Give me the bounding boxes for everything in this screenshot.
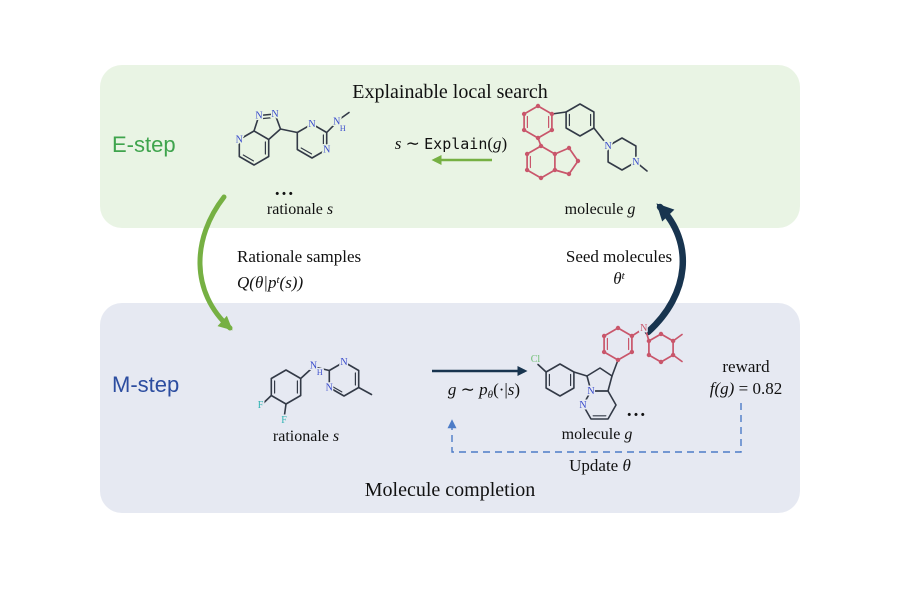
seed-molecules-block: Seed molecules θt <box>553 246 685 290</box>
nitrogen-label: N <box>308 119 315 130</box>
nitrogen-label: N <box>310 361 317 372</box>
nitrogen-label: N <box>271 109 278 120</box>
atom-labels: N N N N N N H <box>234 108 347 158</box>
explain-fn: Explain <box>424 135 488 153</box>
theta-base: θ <box>613 269 622 289</box>
highlight-dots <box>601 325 676 365</box>
estep-panel <box>100 65 800 228</box>
explain-formula: s ∼ Explain(g) <box>380 133 522 155</box>
theta-t-formula: θt <box>553 268 685 290</box>
rationale-samples-text: Rationale samples <box>237 247 362 266</box>
nitrogen-label: N <box>333 117 340 128</box>
caption-word: rationale <box>272 428 333 445</box>
theta-sup: t <box>621 270 625 283</box>
fluorine-label: F <box>281 415 287 426</box>
bond-skeleton <box>238 111 350 166</box>
bond-skeleton <box>523 103 648 179</box>
nitrogen-label: N <box>604 141 611 152</box>
ellipsis-more-rationales: ... <box>274 179 296 200</box>
generated-molecule-mstep: Cl N N N <box>529 322 683 420</box>
q-tail: (s)) <box>279 272 304 292</box>
sample-sub: θ <box>487 389 494 401</box>
mstep-molecule-caption: molecule g <box>537 425 657 446</box>
seed-molecule-estep: N N <box>521 103 648 181</box>
update-feedback-arrow <box>447 403 742 453</box>
caption-var: g <box>627 201 636 218</box>
update-word: Update <box>569 456 623 475</box>
sample-lhs: g <box>447 380 457 399</box>
q-distribution-formula: Q(θ|pt(s)) <box>237 270 417 296</box>
caption-word: molecule <box>561 426 625 443</box>
nitrogen-label: N <box>255 111 262 122</box>
sample-rel: ∼ <box>456 380 480 399</box>
sample-p: p <box>479 380 488 399</box>
chlorine-label: Cl <box>531 354 541 365</box>
nitrogen-label: N <box>632 157 639 168</box>
mstep-rationale-caption: rationale s <box>246 427 366 448</box>
explain-close: ) <box>501 134 508 153</box>
caption-word: rationale <box>266 201 327 218</box>
bond-skeleton <box>537 327 683 420</box>
reward-lhs: f(g) <box>709 379 735 399</box>
nitrogen-label: N <box>236 135 243 146</box>
nitrogen-label: N <box>579 400 586 411</box>
mstep-title: Molecule completion <box>364 479 536 501</box>
estep-label: E-step <box>112 132 176 157</box>
sample-formula: g ∼ pθ(·|s) <box>420 379 548 402</box>
nitrogen-label: N <box>340 357 347 368</box>
nitrogen-label: N <box>640 323 647 334</box>
nitrogen-label: N <box>326 383 333 394</box>
q-sup: t <box>276 273 280 286</box>
reward-block: reward f(g) = 0.82 <box>690 356 802 400</box>
nitrogen-label: N <box>587 386 594 397</box>
nitrogen-label: N <box>323 145 330 156</box>
fluorine-label: F <box>258 400 264 411</box>
caption-word: molecule <box>564 201 628 218</box>
estep-rationale-caption: rationale s <box>240 200 360 221</box>
caption-var: s <box>332 428 340 445</box>
ellipsis-more-molecules: ... <box>626 400 648 421</box>
reward-formula: f(g) = 0.82 <box>690 378 802 400</box>
explain-lhs: s <box>394 134 402 153</box>
caption-var: g <box>624 426 633 443</box>
update-theta-label: Update θ <box>543 455 657 477</box>
seed-molecules-arrow <box>644 203 687 336</box>
sample-close: ) <box>514 380 521 399</box>
estep-molecule-caption: molecule g <box>540 200 660 221</box>
bond-skeleton <box>262 361 373 416</box>
atom-labels: Cl N N N <box>529 322 649 413</box>
estep-title: Explainable local search <box>352 81 548 103</box>
update-var: θ <box>622 456 631 475</box>
sample-open: (·| <box>493 380 508 399</box>
atom-labels: F F N H N N <box>256 356 349 428</box>
sample-arg: s <box>507 380 515 399</box>
caption-var: s <box>326 201 334 218</box>
reward-word: reward <box>722 357 770 376</box>
reward-value: 0.82 <box>752 379 783 399</box>
rationale-molecule-estep: N N N N N N H <box>234 108 350 166</box>
reward-eq: = <box>734 379 753 399</box>
explain-arg: g <box>493 134 502 153</box>
mstep-panel <box>100 303 800 513</box>
rationale-molecule-mstep: F F N H N N <box>256 356 373 428</box>
explain-rel: ∼ <box>401 134 425 153</box>
hydrogen-label: H <box>340 124 346 133</box>
q-head: Q(θ|p <box>237 272 277 292</box>
mstep-label: M-step <box>112 372 180 397</box>
rationale-samples-arrow <box>197 194 233 331</box>
rationale-samples-block: Rationale samples Q(θ|pt(s)) <box>237 244 417 295</box>
atom-labels: N N <box>603 140 641 170</box>
hydrogen-label: H <box>317 368 323 377</box>
seed-molecules-text: Seed molecules <box>565 247 673 266</box>
explain-open: ( <box>487 134 494 153</box>
highlight-dots <box>521 103 581 181</box>
